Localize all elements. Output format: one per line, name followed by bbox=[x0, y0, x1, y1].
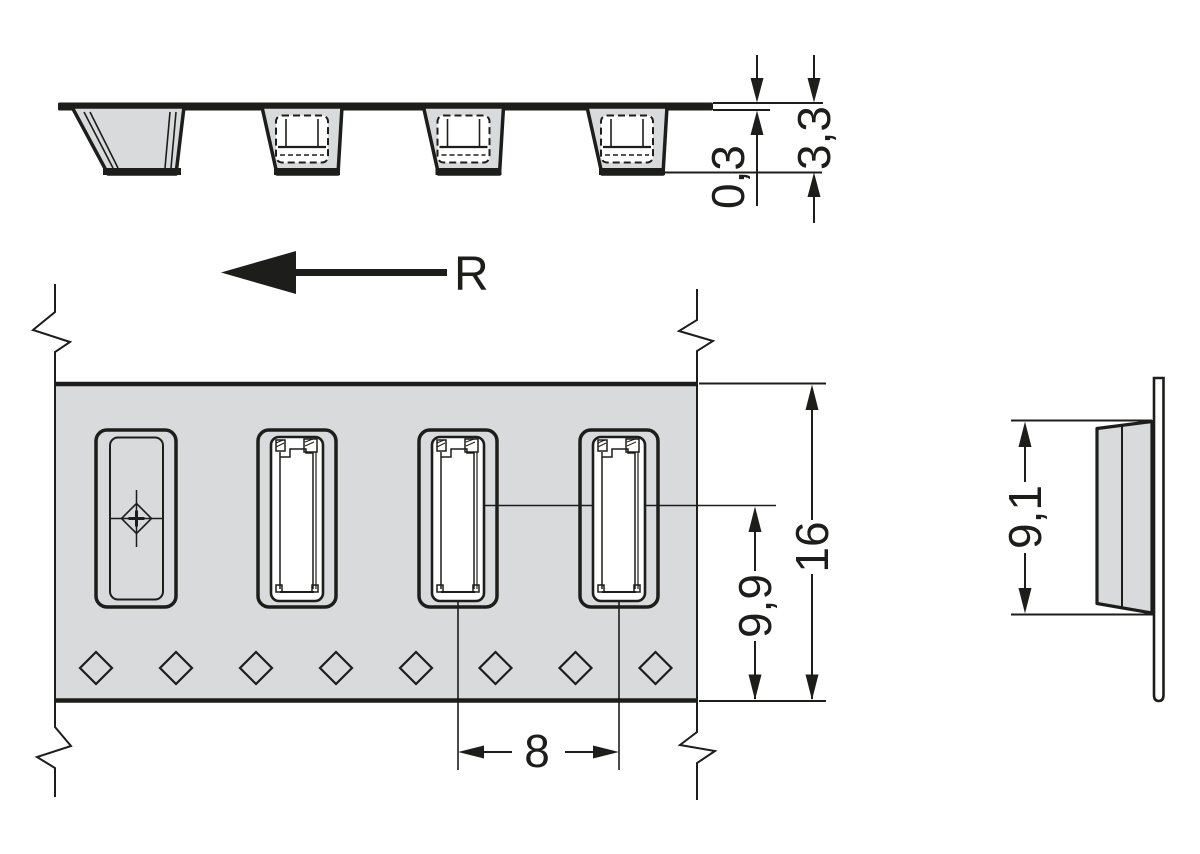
unwind-direction-arrow: R bbox=[221, 248, 489, 301]
arrow-head bbox=[1018, 421, 1032, 447]
arrow-head bbox=[593, 745, 619, 759]
arrow-head bbox=[748, 674, 762, 700]
solder-flange bbox=[1152, 376, 1165, 703]
component-top-view bbox=[430, 435, 486, 603]
arrow-head bbox=[805, 384, 819, 410]
index-hole-diamond bbox=[557, 650, 594, 686]
arrow-head bbox=[748, 506, 762, 532]
arrow-head bbox=[750, 110, 764, 135]
tape-top-view bbox=[30, 284, 776, 800]
pocket-with-component bbox=[417, 428, 499, 609]
dimension-tape-thickness: 0,3 bbox=[702, 55, 823, 209]
component-body bbox=[1095, 419, 1154, 615]
dim-label-component-width: 9,1 bbox=[999, 485, 1051, 549]
hidden-component-outline bbox=[436, 114, 491, 164]
pocket-with-component bbox=[256, 428, 338, 609]
dimension-component-width: 9,1 bbox=[999, 419, 1153, 616]
component-end-view: 9,1 bbox=[999, 376, 1165, 703]
arrow-head bbox=[458, 745, 484, 759]
index-hole-diamond bbox=[318, 650, 354, 686]
direction-label: R bbox=[454, 248, 489, 301]
dimension-center-to-edge: 9,9 bbox=[729, 506, 781, 700]
dimension-tape-width: 16 bbox=[699, 382, 838, 702]
dim-label-pocket-pitch: 8 bbox=[524, 725, 550, 777]
index-hole-diamond bbox=[398, 650, 434, 686]
arrow-head bbox=[807, 78, 821, 103]
dim-label-pocket-depth: 3,3 bbox=[788, 106, 840, 170]
index-hole-diamond bbox=[158, 650, 194, 686]
arrow-head bbox=[221, 251, 296, 294]
arrow-head bbox=[750, 78, 764, 103]
side-pocket-with-component bbox=[260, 105, 344, 176]
pocket-with-component bbox=[578, 428, 660, 609]
dimension-pocket-pitch: 8 bbox=[458, 725, 619, 777]
index-hole-diamond bbox=[78, 650, 114, 686]
tape-right-break-edge bbox=[676, 289, 718, 800]
arrow-head bbox=[805, 674, 819, 700]
component-top-view bbox=[591, 435, 647, 603]
hidden-component-outline bbox=[600, 114, 654, 164]
side-pocket-with-component bbox=[421, 105, 506, 176]
arrow-head bbox=[807, 172, 821, 197]
dimension-pocket-depth: 3,3 bbox=[655, 55, 840, 223]
center-target bbox=[110, 490, 163, 547]
side-pocket-with-component bbox=[585, 105, 669, 176]
index-hole-diamond bbox=[637, 650, 674, 686]
tape-left-break-edge bbox=[30, 284, 73, 797]
dim-label-center-to-edge: 9,9 bbox=[729, 574, 781, 638]
tape-top-strip bbox=[58, 102, 713, 111]
side-pocket-empty bbox=[70, 105, 186, 176]
arrow-head bbox=[1018, 588, 1032, 614]
index-hole-diamond bbox=[238, 650, 274, 686]
index-hole-diamond bbox=[477, 650, 514, 686]
tape-side-view bbox=[58, 102, 713, 176]
dim-label-tape-thickness: 0,3 bbox=[702, 145, 754, 209]
pocket-empty bbox=[94, 428, 178, 609]
index-holes bbox=[78, 650, 674, 686]
dim-label-tape-width: 16 bbox=[786, 521, 838, 572]
hidden-component-outline bbox=[275, 114, 329, 164]
component-top-view bbox=[269, 435, 325, 603]
